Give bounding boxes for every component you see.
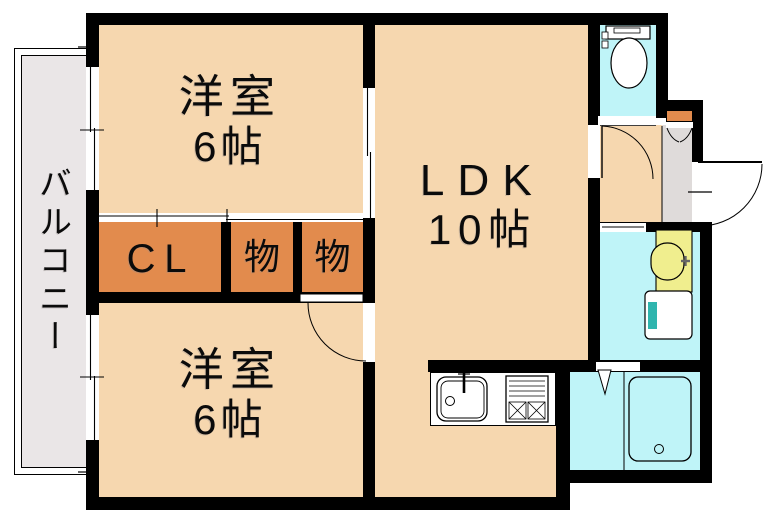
balcony-label: バルコニー <box>30 140 74 384</box>
bedroom-top-size: 6帖 <box>193 122 267 170</box>
wall-left-c <box>86 440 99 510</box>
bathtub <box>628 376 692 462</box>
ldk-label: LDK 10帖 <box>380 152 585 257</box>
closet-text: CL <box>126 236 196 281</box>
wall-genkan-top <box>662 100 703 110</box>
toilet <box>601 25 651 89</box>
storage-top-label: 物 <box>231 228 293 286</box>
closet-label: CL <box>103 231 219 287</box>
wall-ldk-right-b <box>588 178 600 222</box>
wall-toilet-right <box>656 13 668 118</box>
wall-top <box>86 13 668 25</box>
bedroom-bottom-size: 6帖 <box>193 395 267 443</box>
toilet-door-opening <box>598 116 656 126</box>
bedroom-bottom-door-opening <box>363 303 375 362</box>
wall-divider-top <box>363 13 375 88</box>
shoe-cabinet-door-strip <box>666 122 693 128</box>
bedroom-bottom-door-swing <box>307 302 367 362</box>
bathroom-door-opening <box>596 362 640 371</box>
balcony-text: バルコニー <box>34 166 72 358</box>
closet-sliding-doors <box>99 209 363 227</box>
washbasin-vanity <box>650 229 693 293</box>
balcony-tick-marks <box>78 46 94 473</box>
bedroom-top-name: 洋室 <box>178 71 282 123</box>
window-top-opening <box>86 67 99 190</box>
balcony-window-top <box>80 67 104 190</box>
balcony-floor <box>21 55 90 468</box>
storage-top-box <box>231 222 293 292</box>
wall-bottom <box>86 497 570 510</box>
bedroom-top-floor <box>99 25 363 218</box>
wall-left-b <box>86 190 99 315</box>
hall-door <box>601 125 654 180</box>
wall-hall-washroom <box>588 222 712 232</box>
balcony-window-bottom <box>80 315 104 440</box>
bathroom-folding-door <box>597 369 612 396</box>
faucet-icon <box>681 256 690 266</box>
shoe-cabinet <box>666 110 693 122</box>
hall-floor <box>600 125 662 222</box>
wall-bathroom-right <box>700 360 712 483</box>
bedroom-bottom-door-leaf <box>299 293 364 303</box>
closet-track-opening <box>99 213 363 222</box>
storage-top-text: 物 <box>243 235 280 277</box>
wall-washroom-left <box>588 222 600 372</box>
bedroom-bottom-name: 洋室 <box>178 344 282 396</box>
storage-bottom-label: 物 <box>302 228 363 286</box>
wall-divider-bottom <box>363 362 375 497</box>
washing-machine-space <box>644 290 693 340</box>
kitchen-sink <box>436 373 488 422</box>
bathroom-floor <box>570 372 700 470</box>
ldk-size: 10帖 <box>428 205 537 253</box>
wall-left-a <box>86 13 99 67</box>
sliding-partition <box>366 88 372 218</box>
gas-stove <box>505 375 549 423</box>
hall-door-opening <box>588 125 600 178</box>
ldk-floor <box>375 25 588 360</box>
wall-washroom-right <box>700 222 712 372</box>
wall-divider-mid <box>363 218 375 303</box>
bedroom-bottom-label: 洋室 6帖 <box>125 338 335 450</box>
shoe-cabinet-doors <box>666 127 693 143</box>
ldk-name: LDK <box>419 156 546 206</box>
slider-divider-opening <box>363 88 375 218</box>
entrance-door <box>688 161 763 227</box>
wall-bathroom-bottom <box>556 470 712 483</box>
wall-genkan-right <box>692 100 703 162</box>
storage-bottom-text: 物 <box>314 235 351 277</box>
storage-bottom-box <box>302 222 363 292</box>
bedroom-top-label: 洋室 6帖 <box>125 66 335 176</box>
bedroom-bottom-floor <box>99 303 363 497</box>
wall-ldk-right-a <box>588 13 600 125</box>
closet-cl-box <box>99 222 221 292</box>
